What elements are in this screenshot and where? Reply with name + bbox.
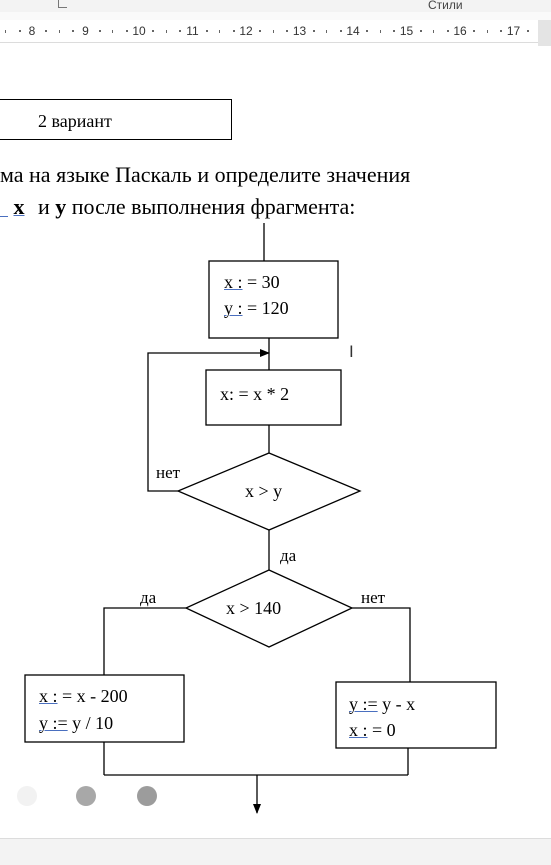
variant-box [0, 99, 232, 140]
var-x-label: x [13, 194, 25, 219]
ruler-tick [125, 30, 128, 32]
variant-label: 2 вариант [38, 111, 112, 131]
cond2-no-label: нет [361, 588, 386, 607]
init-x-val: = 30 [247, 272, 280, 292]
ruler-tick [165, 30, 167, 33]
left-x-val: = x - 200 [62, 686, 128, 706]
ruler-tick [219, 30, 221, 33]
ruler-tick [379, 30, 381, 33]
ruler-gap [0, 12, 551, 20]
ruler-number: 16 [453, 24, 467, 38]
init-x-line: x : = 30 [224, 272, 280, 293]
right-x-var: x : [349, 720, 368, 740]
ruler-tick [419, 30, 422, 32]
ruler-number: 13 [292, 24, 307, 38]
right-y-var: y := [349, 694, 378, 714]
ruler-tick [433, 30, 435, 33]
task-text-line-1: ма на языке Паскаль и определите значени… [0, 162, 410, 188]
carousel-dot-1[interactable] [17, 786, 37, 806]
ruler-tick [366, 30, 369, 32]
right-x-val: = 0 [372, 720, 396, 740]
right-y-line: y := y - x [349, 694, 415, 715]
ribbon-strip: Стили [0, 0, 551, 12]
ruler-tick [18, 30, 21, 32]
ruler-number: 8 [28, 24, 36, 38]
ruler-tick [152, 30, 155, 32]
ruler-tick [72, 30, 75, 32]
cond2-yes-label: да [140, 588, 157, 607]
ruler-number: 14 [346, 24, 360, 38]
loop-back-line [147, 349, 270, 492]
ruler-tick [259, 30, 262, 32]
ruler-number: 10 [132, 24, 146, 38]
task-text-1: ма на языке Паскаль и определите значени… [0, 162, 411, 187]
styles-group-label: Стили [428, 0, 463, 12]
ruler-number: 15 [399, 24, 414, 38]
ruler-tick [58, 30, 60, 33]
ruler-tick [339, 30, 342, 32]
right-y-val: y - x [382, 694, 416, 714]
carousel-dot-2[interactable] [76, 786, 96, 806]
ruler-tick [500, 30, 503, 32]
ruler-tick [272, 30, 274, 33]
ruler-tick [98, 30, 101, 32]
left-y-line: y := y / 10 [39, 713, 113, 734]
cond2-text: x > 140 [226, 598, 282, 618]
underline-fragment [0, 194, 8, 217]
dialog-launcher-icon[interactable] [58, 0, 67, 8]
cond1-yes-label: да [280, 546, 297, 565]
step-text: x: = x * 2 [220, 384, 290, 404]
ruler-tick [446, 30, 449, 32]
left-y-var: y := [39, 713, 68, 733]
right-x-line: x : = 0 [349, 720, 396, 741]
ruler-number: 11 [186, 24, 199, 38]
init-x-var: x : [224, 272, 243, 292]
bottom-bar [0, 838, 551, 865]
carousel-dot-3[interactable] [137, 786, 157, 806]
var-y-label: y [55, 194, 67, 219]
ruler-tick [393, 30, 396, 32]
ruler-tick [205, 30, 208, 32]
init-block [208, 260, 339, 339]
init-y-val: = 120 [247, 298, 289, 318]
conj-and: и [38, 194, 50, 219]
init-y-var: y : [224, 298, 243, 318]
branch-yes-line [103, 607, 186, 675]
left-block [24, 674, 185, 743]
step-block [205, 369, 342, 426]
scrollbar-handle[interactable] [538, 20, 551, 46]
cond1-text: x > y [245, 481, 283, 501]
cond1-no-label: нет [156, 463, 181, 482]
ruler-number: 17 [506, 24, 521, 38]
branch-no-line [352, 607, 411, 682]
right-block [335, 681, 497, 749]
ruler-tick [486, 30, 488, 33]
left-x-var: x : [39, 686, 58, 706]
ruler-tick [232, 30, 235, 32]
ruler-tick [326, 30, 328, 33]
ruler-tick [286, 30, 289, 32]
left-x-line: x : = x - 200 [39, 686, 128, 707]
ruler-number: 9 [82, 24, 89, 38]
text-cursor-icon: I [349, 342, 354, 361]
left-y-val: y / 10 [72, 713, 114, 733]
cond2-diamond [184, 569, 354, 648]
ruler-tick [526, 30, 529, 32]
task-text-2: после выполнения фрагмента: [71, 194, 356, 219]
task-text-line-2: x и y после выполнения фрагмента: [0, 194, 355, 220]
ruler-tick [179, 30, 182, 32]
ruler-tick [112, 30, 114, 33]
ruler-tick [473, 30, 476, 32]
ruler-tick [5, 30, 7, 33]
ruler-tick [45, 30, 48, 32]
horizontal-ruler[interactable]: 8 9 10 11 12 13 14 15 16 17 [0, 20, 551, 43]
init-y-line: y : = 120 [224, 298, 289, 319]
ruler-number: 12 [239, 24, 253, 38]
ruler-tick [312, 30, 315, 32]
